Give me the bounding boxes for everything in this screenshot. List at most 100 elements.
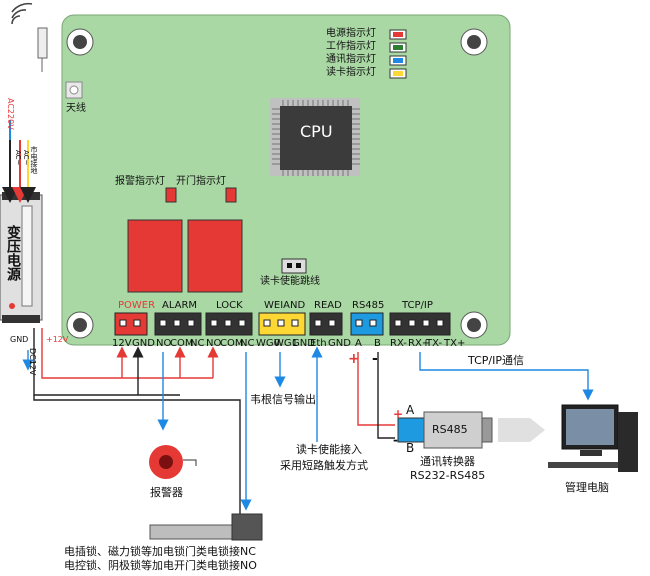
converter-label: RS485 — [432, 423, 468, 436]
psu-ac-pin-1: AC~ — [14, 150, 22, 166]
led-label-read: 读卡指示灯 — [326, 67, 376, 78]
terminal-screw — [355, 319, 363, 327]
cpu-pin — [272, 133, 280, 135]
door-led-label: 开门指示灯 — [176, 176, 226, 187]
terminal-screw — [119, 319, 127, 327]
pin-alarm-com: COM — [170, 338, 194, 349]
psu-ac-pin-2: AC~ — [22, 150, 30, 166]
terminal-screw — [277, 319, 285, 327]
cpu-pin — [272, 123, 280, 125]
electric-lock-icon — [149, 513, 263, 541]
antenna-rod — [37, 27, 48, 59]
header-wiegand: WEIAND — [264, 300, 306, 311]
cpu-pin — [272, 143, 280, 145]
cpu-pin — [272, 148, 280, 150]
cpu-pin — [352, 158, 360, 160]
pin-rx-plus: RX+ — [408, 338, 431, 349]
terminal-screw — [210, 319, 218, 327]
alarm-led — [165, 187, 177, 203]
cpu-pin — [352, 118, 360, 120]
cpu-pin — [312, 170, 314, 176]
led-label-power: 电源指示灯 — [326, 28, 376, 39]
pin-wg0: WG0 — [256, 338, 280, 349]
cpu-pin — [322, 100, 324, 106]
jumper-label: 读卡使能跳线 — [260, 276, 320, 287]
cpu-pin — [272, 138, 280, 140]
pin-lock-nc: NC — [240, 338, 255, 349]
pin-alarm-no: NO — [156, 338, 172, 349]
pin-tx-minus: TX- — [426, 338, 443, 349]
pin-wg-gnd: GND — [292, 338, 315, 349]
cpu-pin — [352, 163, 360, 165]
alarm-led-label: 报警指示灯 — [115, 176, 165, 187]
pin-eth: Eth — [310, 338, 327, 349]
cpu-pin — [337, 170, 339, 176]
terminal-screw — [328, 319, 336, 327]
lock-note-line2: 电控锁、阴极锁等加电开门类电锁接NO — [64, 559, 257, 572]
cpu-pin — [342, 170, 344, 176]
power-wires — [22, 328, 241, 520]
psu-title: 变压电源 — [5, 225, 21, 281]
cpu-pin — [352, 153, 360, 155]
cpu-pin — [272, 108, 280, 110]
terminal-screw — [133, 319, 141, 327]
computer-icon — [548, 404, 638, 472]
converter-plus: + — [393, 407, 404, 421]
pin-tx-plus: TX+ — [444, 338, 466, 349]
cpu-pin — [297, 170, 299, 176]
terminal-screw — [369, 319, 377, 327]
pin-lock-com: COM — [220, 338, 244, 349]
cpu-pin — [352, 133, 360, 135]
cpu-pin — [347, 170, 349, 176]
led-label-comm: 通讯指示灯 — [326, 54, 376, 65]
cpu-pin — [307, 100, 309, 106]
terminal-block — [309, 312, 343, 336]
led-light — [393, 71, 403, 76]
cpu-pin — [282, 100, 284, 106]
cpu-pin — [322, 170, 324, 176]
cpu-pin — [337, 100, 339, 106]
terminal-screw — [224, 319, 232, 327]
terminal-screw — [238, 319, 246, 327]
cpu-pin — [292, 100, 294, 106]
read-enable-line1: 读卡使能接入 — [296, 443, 362, 456]
cpu-pin — [312, 100, 314, 106]
header-power: POWER — [118, 300, 156, 311]
terminal-screw — [314, 319, 322, 327]
cpu-pin — [302, 170, 304, 176]
cpu-pin — [327, 170, 329, 176]
pin-a: A — [355, 338, 362, 349]
pin-lock-no: NO — [206, 338, 222, 349]
terminal-connectors — [114, 312, 451, 336]
pin-read-gnd: GND — [328, 338, 351, 349]
terminal-screw — [291, 319, 299, 327]
led-light — [393, 45, 403, 50]
pin-alarm-nc: NC — [190, 338, 205, 349]
wifi-icon — [11, 2, 33, 25]
psu-gnd-label: GND — [10, 335, 29, 344]
cpu-pin — [272, 158, 280, 160]
read-enable-line2: 采用短路触发方式 — [280, 459, 368, 472]
tcp-label: TCP/IP通信 — [468, 354, 524, 367]
terminal-block — [350, 312, 384, 336]
signal-wires — [157, 346, 594, 511]
mounting-holes — [66, 28, 488, 339]
terminal-screw — [173, 319, 181, 327]
cpu-pin — [352, 128, 360, 130]
pc-label: 管理电脑 — [565, 481, 609, 494]
antenna-label: 天线 — [66, 103, 86, 114]
minus-sign-b: - — [372, 351, 378, 367]
plus-sign-a: + — [348, 351, 360, 367]
cpu-pin — [287, 170, 289, 176]
psu-ground-label: 市电接地 — [30, 146, 38, 174]
cpu-pin — [317, 100, 319, 106]
cpu-pin — [287, 100, 289, 106]
door-led — [225, 187, 237, 203]
terminal-screw — [408, 319, 416, 327]
pin-12v: 12V — [112, 338, 132, 349]
cpu-pin — [272, 113, 280, 115]
antenna-socket-icon — [65, 81, 83, 99]
converter-title: 通讯转换器 — [420, 455, 475, 468]
